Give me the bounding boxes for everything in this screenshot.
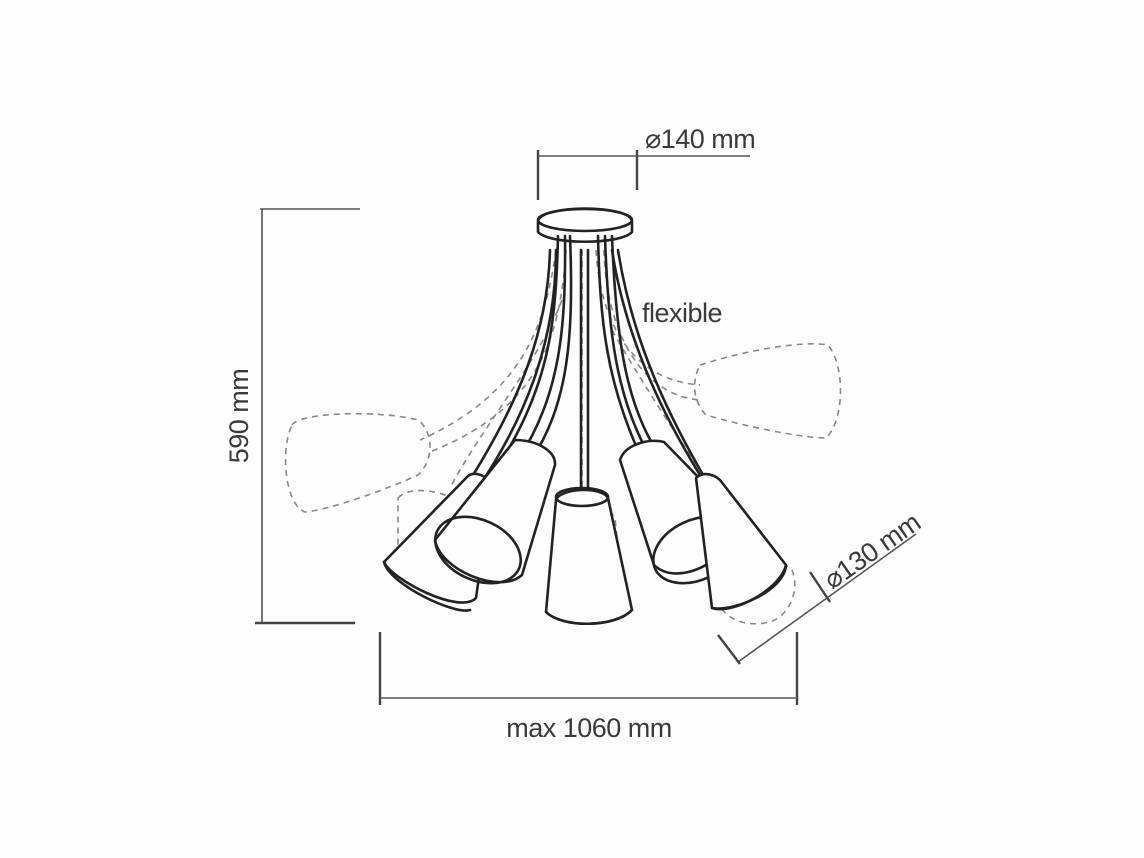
ceiling-canopy — [536, 207, 634, 243]
max-width-label: max 1060 mm — [506, 713, 672, 743]
shade-diameter-dimension — [717, 533, 917, 665]
dashed-shade-left-upper — [284, 412, 431, 513]
shade-center — [544, 486, 634, 626]
height-dimension — [255, 208, 360, 625]
dashed-shade-right-upper — [693, 343, 842, 439]
flexible-label: flexible — [642, 298, 722, 328]
canopy-diameter-dimension — [536, 150, 750, 200]
lamp-shades — [382, 438, 788, 626]
shade-left — [433, 438, 557, 585]
flexible-arms — [468, 234, 708, 492]
max-width-dimension — [378, 632, 799, 705]
shade-diameter-label: ⌀130 mm — [818, 507, 926, 595]
shade-far-right — [694, 472, 788, 611]
canopy-diameter-label: ⌀140 mm — [645, 124, 755, 154]
height-label: 590 mm — [224, 369, 254, 464]
